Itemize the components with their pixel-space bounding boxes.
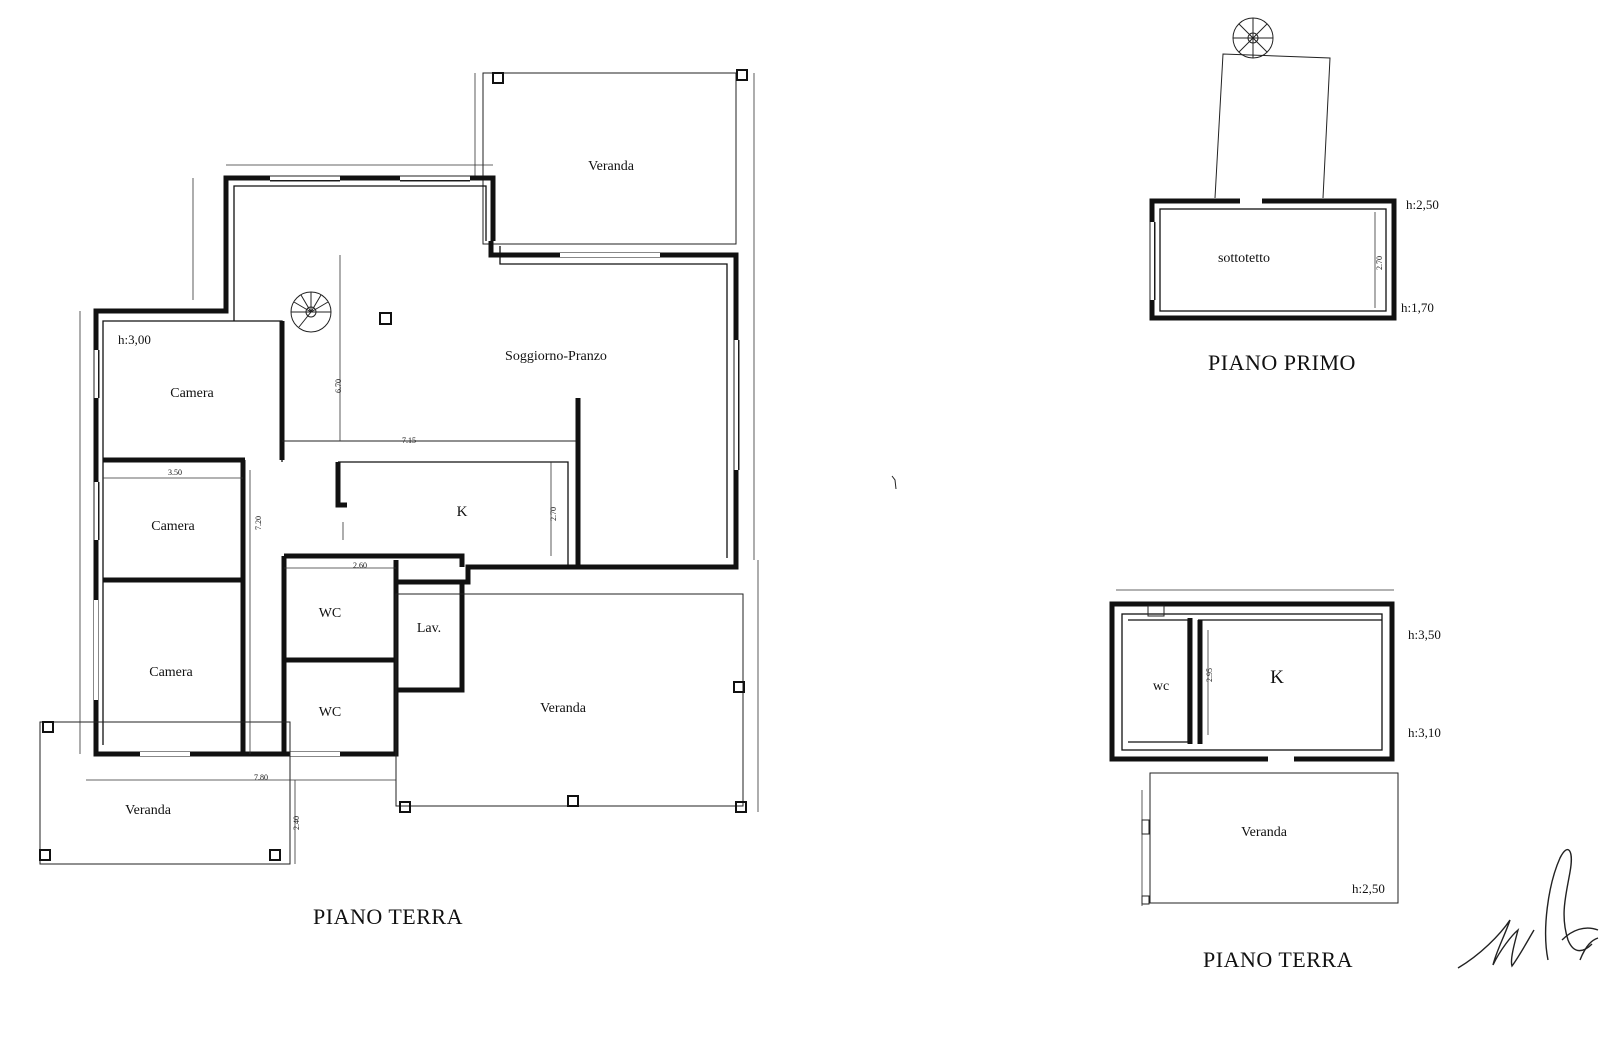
room-label-veranda-right: Veranda	[540, 701, 587, 716]
spiral-stair-icon	[1232, 17, 1274, 59]
room-label-veranda-left: Veranda	[125, 803, 172, 818]
height-label-annex-veranda: h:2,50	[1352, 881, 1385, 896]
dimension-label: 7.20	[254, 516, 263, 530]
height-label-main: h:3,00	[118, 332, 151, 347]
height-label-top: h:2,50	[1406, 197, 1439, 212]
veranda-top	[474, 69, 755, 560]
room-label-camera-1: Camera	[170, 386, 214, 401]
veranda-right	[395, 560, 759, 813]
room-label-annex-wc: wc	[1153, 679, 1169, 694]
height-label-annex-top: h:3,50	[1408, 627, 1441, 642]
stray-mark	[891, 475, 897, 490]
plan-title-piano-terra: PIANO TERRA	[313, 904, 463, 929]
interior-walls	[103, 321, 581, 754]
signature-icon	[1457, 848, 1599, 969]
dimension-label: 2.60	[353, 561, 367, 570]
room-label-soggiorno: Soggiorno-Pranzo	[505, 349, 607, 364]
dimension-label: 7.80	[254, 773, 268, 782]
annex-ground-floor-plan: 2.95 wc K h:3,50 h:3,10 Veranda h:2,50 P…	[1109, 589, 1441, 972]
room-label-annex-kitchen: K	[1270, 667, 1284, 688]
plan-title-piano-primo: PIANO PRIMO	[1208, 350, 1356, 375]
spiral-stair-icon	[290, 291, 332, 333]
room-label-veranda-top: Veranda	[588, 159, 635, 174]
dimension-label: 2.70	[1375, 256, 1384, 270]
dimension-label: 2.70	[549, 507, 558, 521]
room-label-sottotetto: sottotetto	[1218, 251, 1270, 266]
room-label-camera-2: Camera	[151, 519, 195, 534]
veranda-left	[39, 721, 291, 865]
room-label-annex-veranda: Veranda	[1241, 825, 1288, 840]
dimension-label: 7.15	[402, 436, 416, 445]
column	[379, 312, 392, 325]
dimension-label: 2.40	[292, 816, 301, 830]
window-marks	[93, 175, 740, 756]
height-label-bottom: h:1,70	[1401, 300, 1434, 315]
room-label-wc-2: WC	[319, 705, 342, 720]
room-label-lav: Lav.	[417, 621, 441, 636]
height-label-annex-mid: h:3,10	[1408, 725, 1441, 740]
dimension-lines	[79, 164, 552, 864]
room-label-kitchen: K	[457, 504, 468, 520]
main-ground-floor-plan: Veranda Soggiorno-Pranzo h:3,00 Camera C…	[39, 69, 759, 929]
dimension-label: 3.50	[168, 468, 182, 477]
upper-floor-plan: sottotetto 2.70 h:2,50 h:1,70 PIANO PRIM…	[1149, 17, 1439, 375]
dimension-label: 2.95	[1205, 668, 1214, 682]
dimension-label: 6.70	[334, 379, 343, 393]
plan-title-annex-piano-terra: PIANO TERRA	[1203, 947, 1353, 972]
room-label-camera-3: Camera	[149, 665, 193, 680]
room-label-wc-1: WC	[319, 606, 342, 621]
